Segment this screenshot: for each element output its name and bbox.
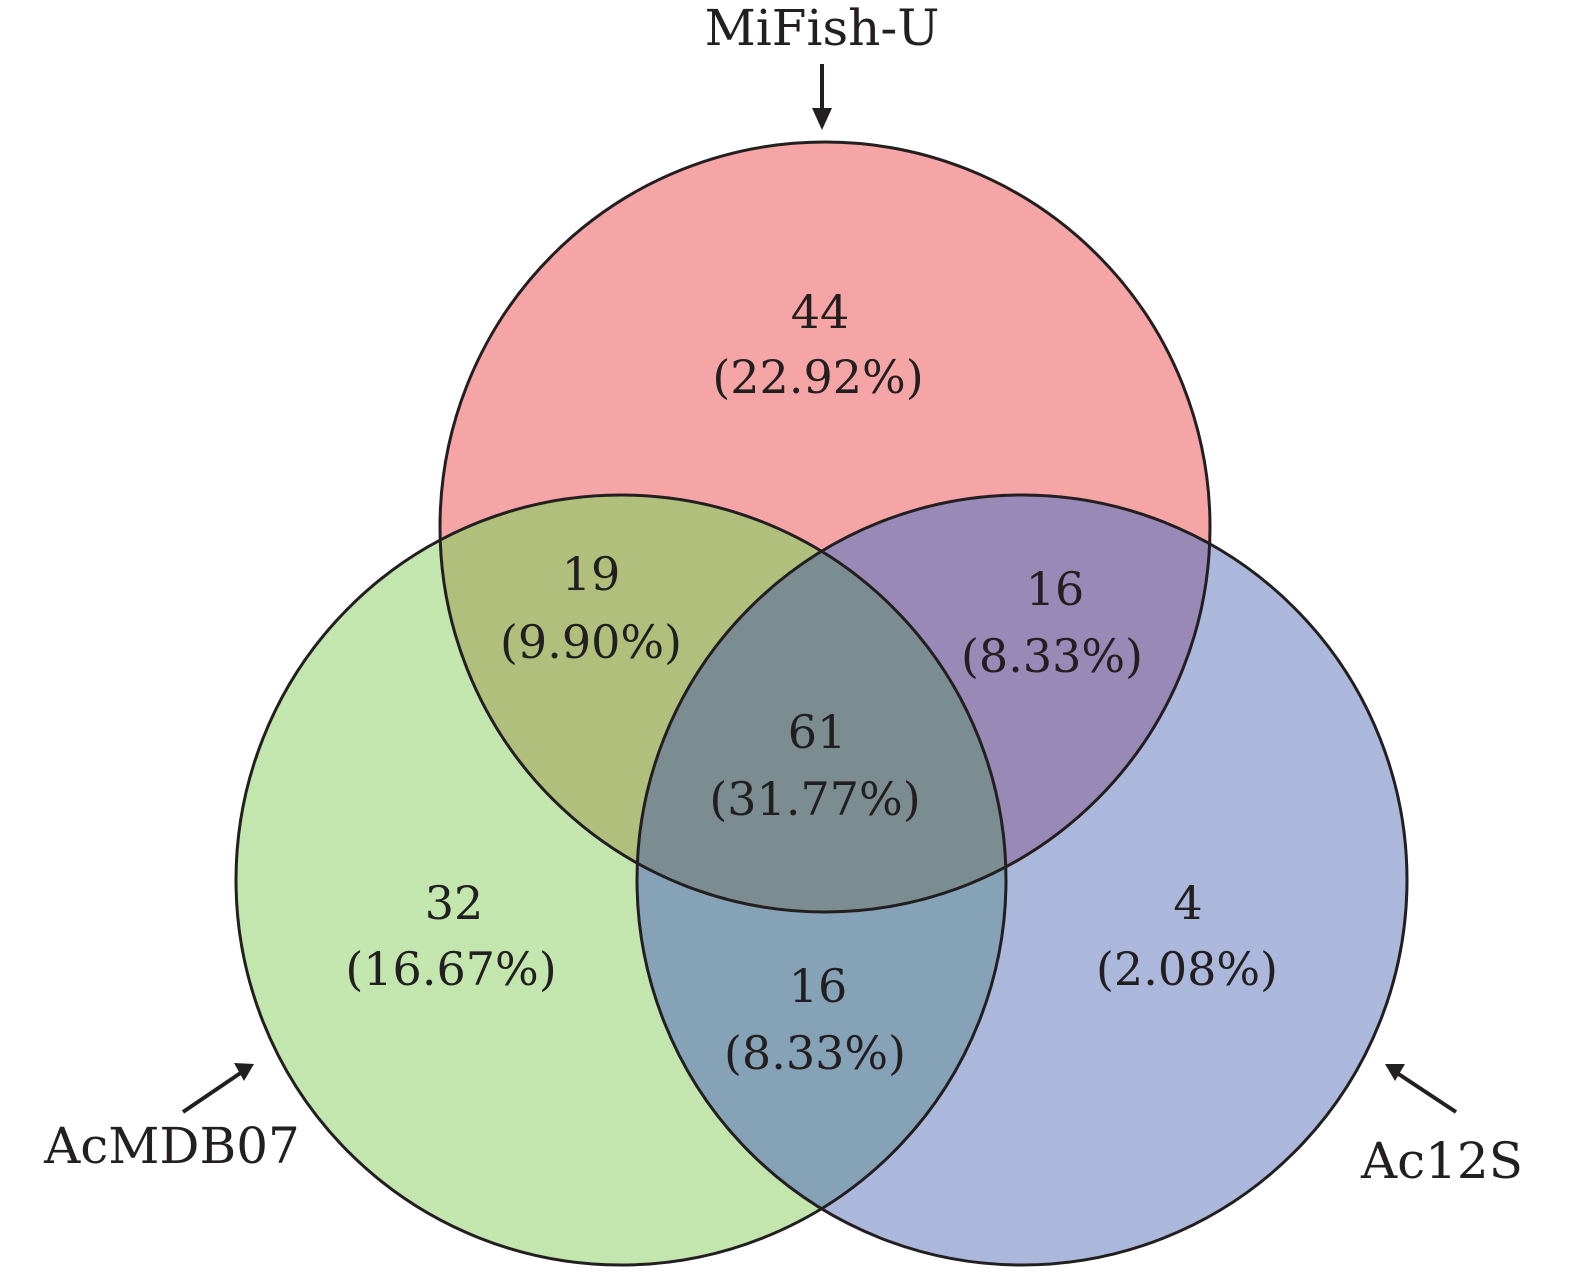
region-percent-ac12s-only: (2.08%) xyxy=(1096,942,1278,996)
arrow-acmdb xyxy=(181,1063,254,1114)
acmdb-circle-outline xyxy=(234,493,1008,1267)
region-percent-acmdb-ac12s: (8.33%) xyxy=(724,1026,906,1080)
region-percent-mifish-only: (22.92%) xyxy=(712,350,923,404)
region-count-acmdb-ac12s: 16 xyxy=(789,959,848,1013)
region-percent-all-three: (31.77%) xyxy=(709,772,920,826)
region-percent-mifish-acmdb: (9.90%) xyxy=(500,615,682,669)
region-count-mifish-only: 44 xyxy=(791,285,850,339)
region-count-all-three: 61 xyxy=(788,705,847,759)
mifish-circle-outline xyxy=(438,140,1212,914)
triple-overlap xyxy=(637,495,1006,912)
set-label-mifish: MiFish-U xyxy=(705,0,940,57)
region-count-mifish-acmdb: 19 xyxy=(562,547,621,601)
arrow-ac12s xyxy=(1385,1064,1458,1114)
region-count-acmdb-only: 32 xyxy=(425,876,484,930)
region-percent-acmdb-only: (16.67%) xyxy=(345,942,556,996)
set-label-acmdb: AcMDB07 xyxy=(43,1117,300,1175)
arrow-mifish xyxy=(812,64,832,130)
region-count-mifish-ac12s: 16 xyxy=(1026,562,1085,616)
ac12s-circle-outline xyxy=(635,493,1409,1267)
set-label-ac12s: Ac12S xyxy=(1360,1132,1523,1190)
region-percent-mifish-ac12s: (8.33%) xyxy=(961,629,1143,683)
region-count-ac12s-only: 4 xyxy=(1173,876,1202,930)
